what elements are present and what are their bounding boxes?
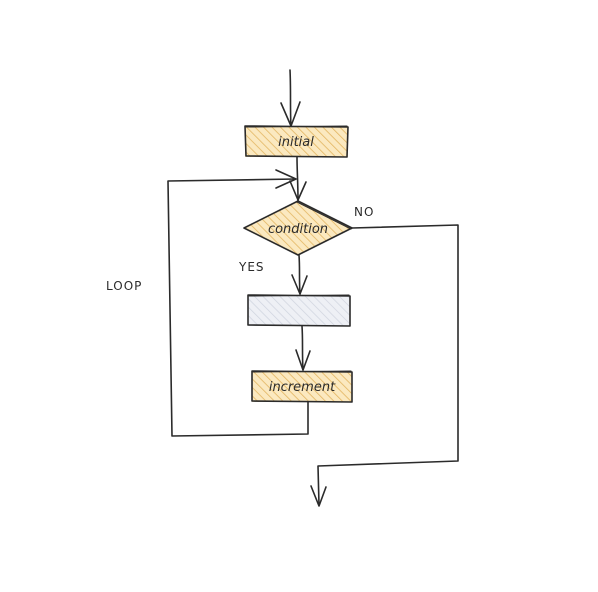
no-label: NO xyxy=(354,205,374,219)
initial-label: initial xyxy=(278,135,314,150)
condition-label: condition xyxy=(268,222,328,237)
condition-to-body-arrow xyxy=(291,254,308,295)
loop-back-edge xyxy=(167,169,309,437)
initial-node: initial xyxy=(244,125,349,158)
increment-label: increment xyxy=(269,380,336,395)
initial-to-condition-arrow xyxy=(289,156,307,201)
loop-label: LOOP xyxy=(106,279,142,293)
entry-arrow xyxy=(280,69,301,127)
condition-node: condition xyxy=(243,200,353,256)
yes-label: YES xyxy=(238,260,265,274)
increment-node: increment xyxy=(251,370,353,403)
loop-body-node xyxy=(247,294,351,327)
no-branch-edge xyxy=(310,224,459,507)
body-to-increment-arrow xyxy=(295,325,311,371)
